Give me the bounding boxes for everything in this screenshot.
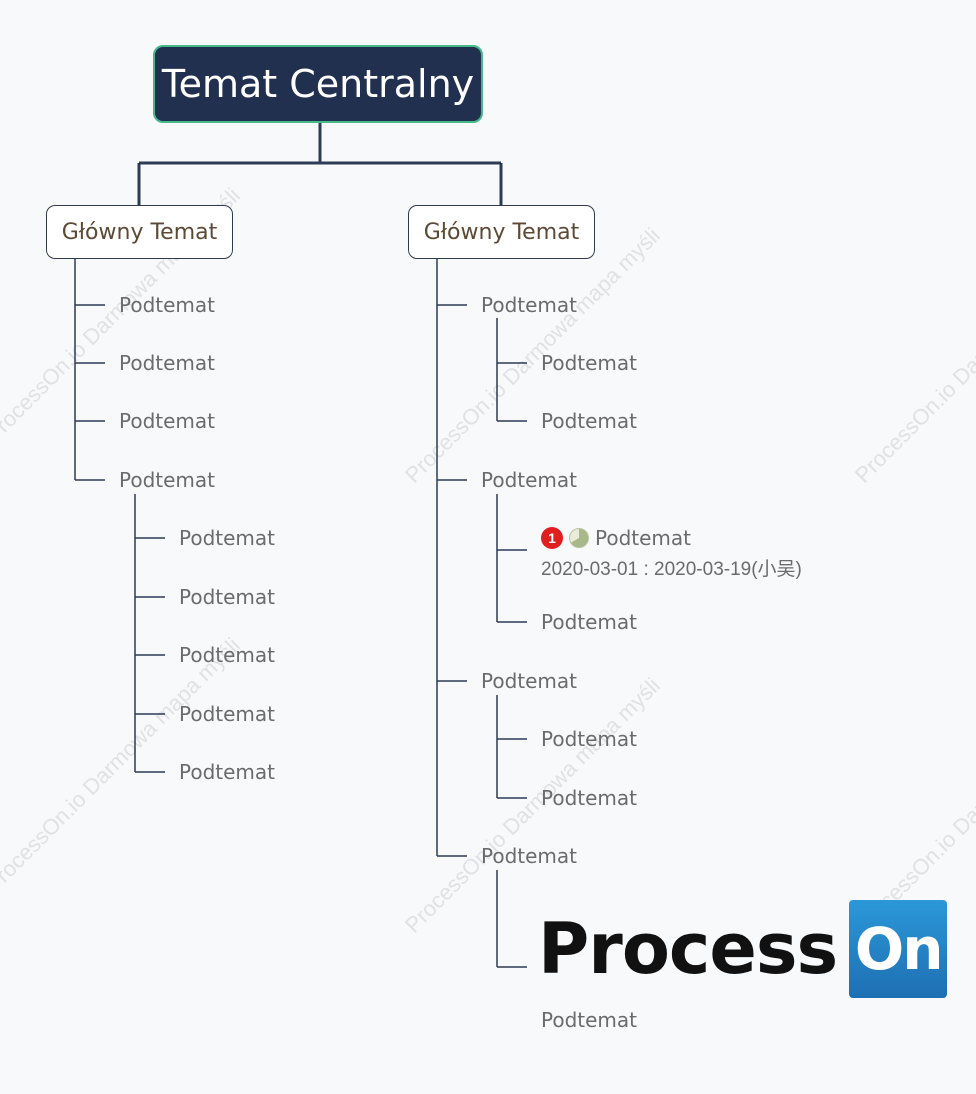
subtopic[interactable]: Podtemat: [179, 643, 276, 667]
subtopic[interactable]: Podtemat: [541, 786, 638, 810]
subtopic-with-task[interactable]: 1 Podtemat 2020-03-01 : 2020-03-19(小吴): [541, 526, 802, 581]
subtopic[interactable]: Podtemat: [541, 1008, 638, 1032]
logo-word: Process: [538, 908, 838, 990]
subtopic[interactable]: Podtemat: [541, 727, 638, 751]
subtopic[interactable]: Podtemat: [541, 610, 638, 634]
central-topic[interactable]: Temat Centralny: [153, 45, 483, 123]
subtopic[interactable]: Podtemat: [119, 351, 216, 375]
subtopic[interactable]: Podtemat: [541, 409, 638, 433]
subtopic[interactable]: Podtemat: [481, 669, 578, 693]
progress-pie-icon: [569, 528, 589, 548]
subtopic[interactable]: Podtemat: [481, 468, 578, 492]
subtopic[interactable]: Podtemat: [119, 293, 216, 317]
main-topic-right[interactable]: Główny Temat: [408, 205, 595, 259]
subtopic[interactable]: Podtemat: [119, 468, 216, 492]
subtopic[interactable]: Podtemat: [179, 760, 276, 784]
subtopic[interactable]: Podtemat: [541, 351, 638, 375]
subtopic[interactable]: Podtemat: [481, 293, 578, 317]
subtopic-label: Podtemat: [595, 526, 692, 550]
subtopic[interactable]: Podtemat: [481, 844, 578, 868]
subtopic[interactable]: Podtemat: [179, 702, 276, 726]
priority-1-icon: 1: [541, 527, 563, 549]
task-dates: 2020-03-01 : 2020-03-19(小吴): [541, 559, 802, 580]
logo-box: On: [849, 900, 948, 998]
subtopic[interactable]: Podtemat: [179, 526, 276, 550]
processon-logo-image: Process On: [538, 900, 948, 998]
subtopic[interactable]: Podtemat: [119, 409, 216, 433]
main-topic-left[interactable]: Główny Temat: [46, 205, 233, 259]
subtopic[interactable]: Podtemat: [179, 585, 276, 609]
